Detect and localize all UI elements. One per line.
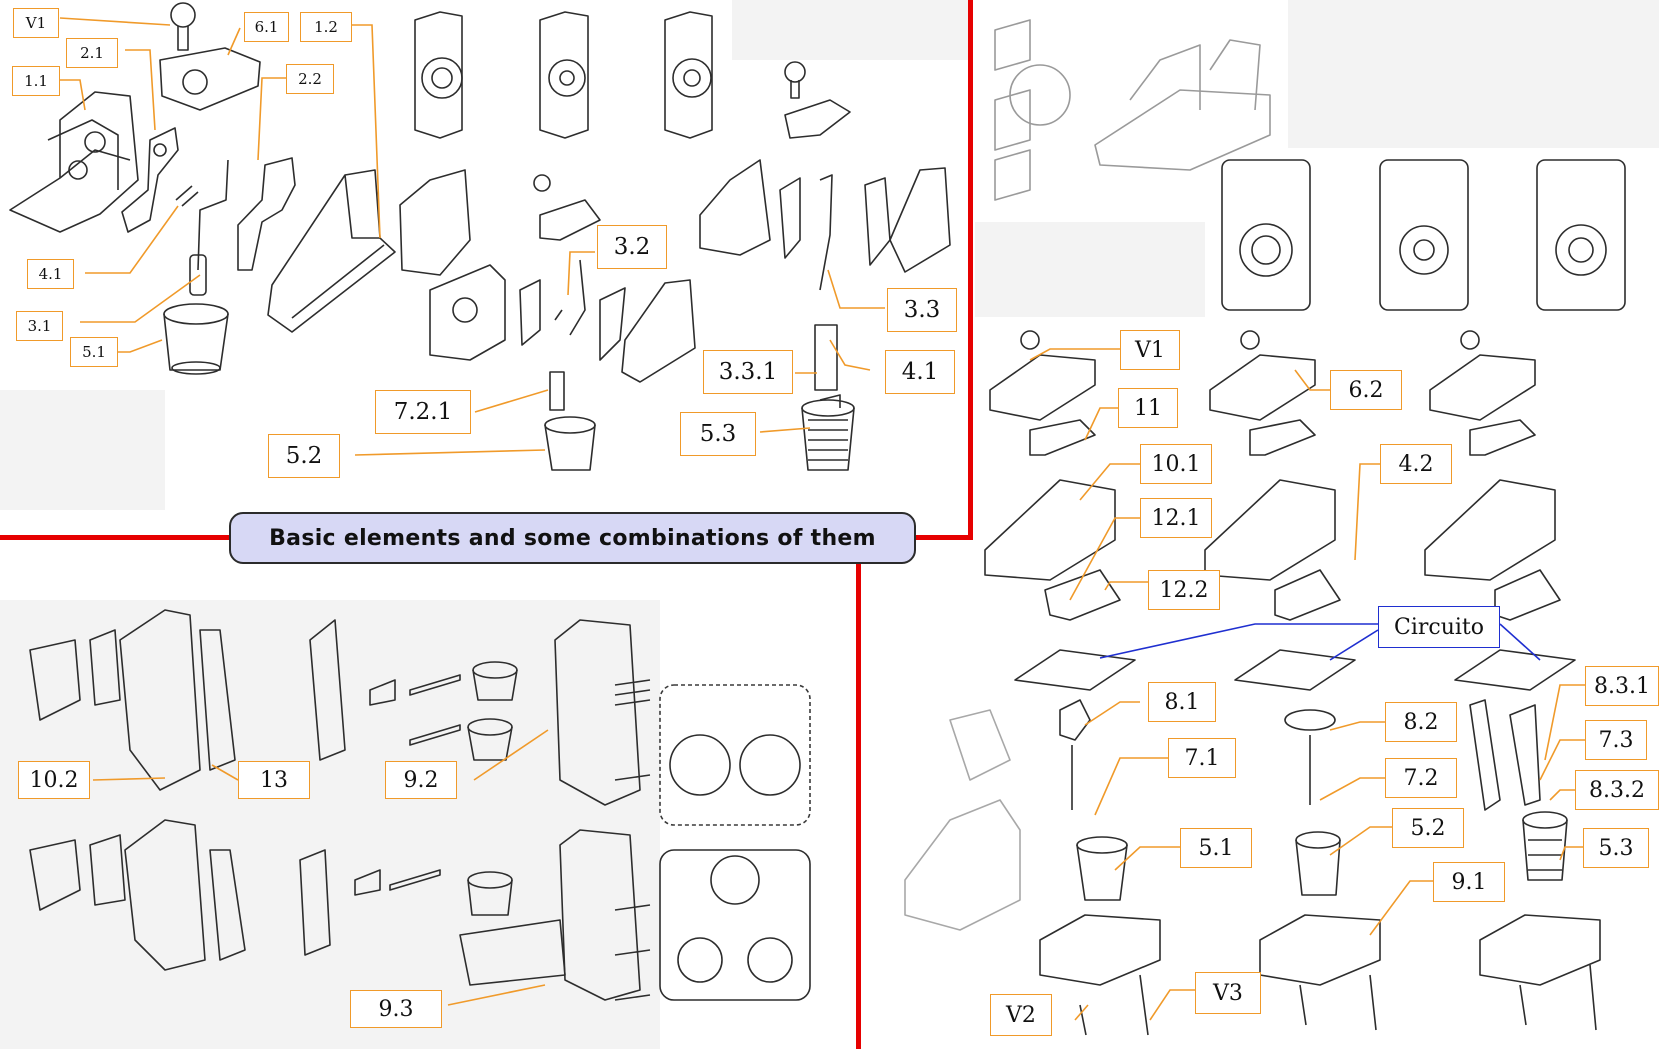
label-7-2-1: 7.2.1	[375, 390, 471, 434]
label-8-3-1: 8.3.1	[1585, 666, 1659, 706]
label-4-1-top-right: 4.1	[885, 350, 955, 394]
label-v3: V3	[1195, 972, 1261, 1014]
label-5-3-top: 5.3	[680, 412, 756, 456]
label-1-2: 1.2	[300, 12, 352, 42]
label-v1-top-left: V1	[13, 8, 59, 38]
label-3-3: 3.3	[887, 288, 957, 332]
background-panel-right-mid	[975, 222, 1205, 317]
label-5-2-right: 5.2	[1392, 808, 1464, 848]
divider-bottom-vertical	[856, 562, 861, 1049]
label-4-2: 4.2	[1380, 444, 1452, 484]
label-7-3: 7.3	[1585, 720, 1647, 760]
label-6-2: 6.2	[1330, 370, 1402, 410]
label-circuito: Circuito	[1378, 606, 1500, 648]
divider-horizontal-left	[0, 535, 232, 540]
divider-horizontal-right	[914, 535, 973, 540]
background-panel-bottom-left	[0, 600, 660, 1049]
label-8-2: 8.2	[1385, 702, 1457, 742]
label-12-1: 12.1	[1140, 498, 1212, 538]
background-panel-top-right	[1288, 0, 1659, 148]
background-panel-top-mid	[732, 0, 972, 60]
label-3-3-1: 3.3.1	[703, 350, 793, 394]
section-banner: Basic elements and some combinations of …	[229, 512, 916, 564]
label-9-3: 9.3	[350, 990, 442, 1028]
label-5-1-top-left: 5.1	[70, 337, 118, 367]
label-12-2: 12.2	[1148, 570, 1220, 610]
label-4-1-top-left: 4.1	[27, 259, 74, 289]
label-10-1: 10.1	[1140, 444, 1212, 484]
label-v2: V2	[990, 994, 1052, 1036]
divider-top-vertical	[968, 0, 973, 540]
label-2-1: 2.1	[66, 38, 118, 68]
label-3-1: 3.1	[16, 311, 63, 341]
label-7-2: 7.2	[1385, 758, 1457, 798]
label-3-2: 3.2	[597, 225, 667, 269]
label-8-3-2: 8.3.2	[1575, 770, 1659, 810]
label-v1-right: V1	[1120, 330, 1180, 370]
label-13: 13	[238, 761, 310, 799]
label-7-1: 7.1	[1168, 738, 1236, 778]
background-panel-left-mid	[0, 390, 165, 510]
label-5-3-right: 5.3	[1583, 828, 1649, 868]
label-9-1: 9.1	[1433, 862, 1505, 902]
label-6-1: 6.1	[244, 12, 289, 42]
label-1-1: 1.1	[12, 66, 60, 96]
label-5-2-top: 5.2	[268, 434, 340, 478]
label-9-2: 9.2	[385, 761, 457, 799]
label-5-1-right: 5.1	[1180, 828, 1252, 868]
label-2-2: 2.2	[286, 64, 334, 94]
label-10-2: 10.2	[18, 761, 90, 799]
label-11: 11	[1118, 388, 1178, 428]
label-8-1: 8.1	[1148, 682, 1216, 722]
